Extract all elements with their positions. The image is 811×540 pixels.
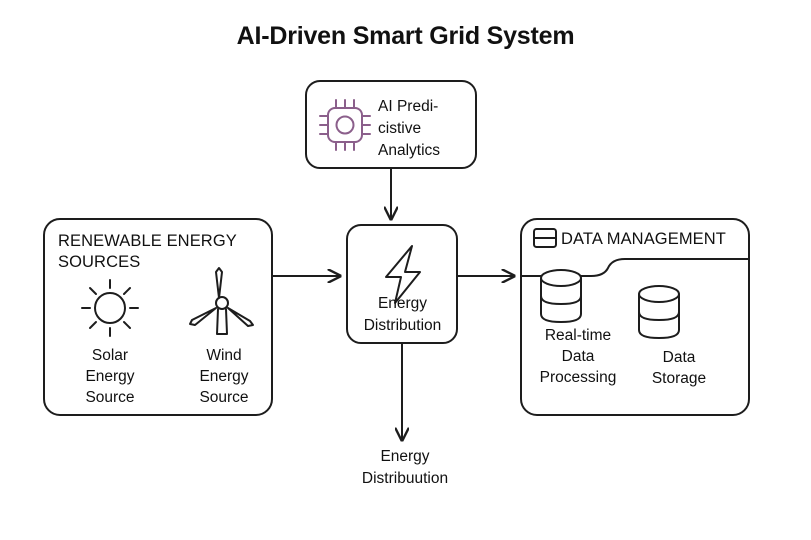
data-management-header: DATA MANAGEMENT <box>561 230 726 248</box>
database-cylinder-icon <box>540 269 582 323</box>
energy-distribution-label: Energy Distribution <box>363 295 442 334</box>
wind-energy-source-label: Wind Energy Source <box>199 347 249 406</box>
renewable-energy-node[interactable] <box>43 218 273 416</box>
data-storage-label: Data Storage <box>651 349 707 387</box>
database-cylinder-icon <box>638 285 680 339</box>
data-management-node[interactable] <box>520 218 750 416</box>
data-flow-connector <box>520 258 750 277</box>
realtime-data-processing-label: Real-time Data Processing <box>539 327 617 386</box>
wind-turbine-icon <box>189 267 254 335</box>
renewable-energy-box[interactable] <box>43 218 273 416</box>
ai-predictive-analytics-label: AI Predi- cistive Analytics <box>378 98 441 159</box>
solar-energy-source-label: Solar Energy Source <box>85 347 135 406</box>
page-title: AI-Driven Smart Grid System <box>236 22 575 50</box>
ai-analytics-node[interactable] <box>305 80 477 169</box>
database-table-icon <box>533 228 557 248</box>
lightning-bolt-icon <box>385 245 421 304</box>
renewable-energy-header: RENEWABLE ENERGY SOURCES <box>58 232 237 271</box>
energy-distribution-node[interactable] <box>346 224 458 344</box>
cpu-chip-icon <box>319 99 371 151</box>
energy-distribution-output-label: Energy Distribuution <box>361 448 449 487</box>
sun-icon <box>81 279 139 337</box>
data-management-box[interactable] <box>520 218 750 416</box>
